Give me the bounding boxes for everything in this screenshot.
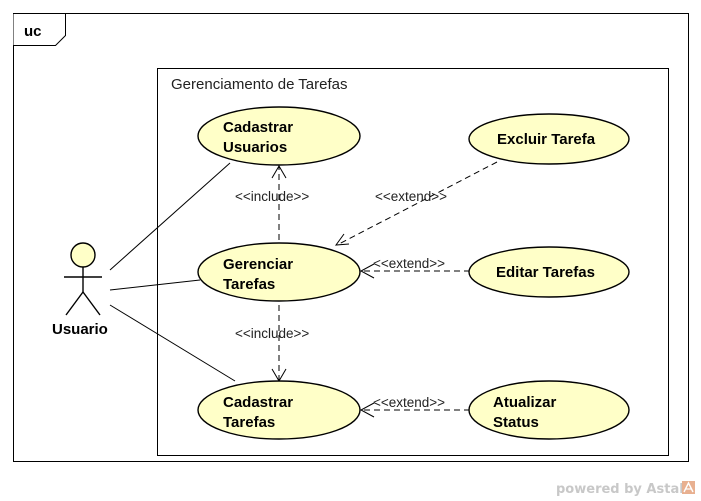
usecase-label-line-1: Cadastrar (223, 394, 293, 411)
usecase-label-line-1: Atualizar (493, 394, 557, 411)
usecase-ellipse (197, 242, 361, 302)
boundary-title: Gerenciamento de Tarefas (171, 76, 348, 93)
usecase-ellipse (468, 246, 630, 298)
usecase-gerenciar-tarefas: Gerenciar Tarefas (197, 242, 361, 302)
include-usuarios-label: <<include>> (235, 189, 309, 204)
usecase-atualizar-status: Atualizar Status (468, 380, 630, 440)
usecase-excluir-tarefa: Excluir Tarefa (468, 113, 630, 165)
extend-editar-label: <<extend>> (373, 256, 445, 271)
include-tarefas-label: <<include>> (235, 326, 309, 341)
extend-excluir-line (336, 161, 498, 246)
astah-logo-icon (682, 481, 695, 494)
association-gerenciar-tarefas (109, 279, 201, 291)
usecase-label-line-1: Gerenciar (223, 256, 293, 273)
usecase-label: Excluir Tarefa (497, 131, 596, 148)
extend-atualizar-label: <<extend>> (373, 395, 445, 410)
watermark: powered by Astah (556, 481, 695, 497)
actor-head (70, 242, 96, 268)
usecase-editar-tarefas: Editar Tarefas (468, 246, 630, 298)
usecase-ellipse (197, 106, 361, 166)
usecase-label: Editar Tarefas (496, 264, 595, 281)
usecase-label-line-2: Usuarios (223, 139, 287, 156)
extend-excluir-arrowhead (334, 233, 350, 246)
actor-label: Usuario (52, 321, 108, 338)
usecase-label-line-2: Tarefas (223, 414, 275, 431)
usecase-ellipse (197, 380, 361, 440)
usecase-label-line-2: Tarefas (223, 276, 275, 293)
association-cadastrar-usuarios (109, 162, 231, 271)
include-usuarios-arrowhead (271, 165, 287, 179)
frame-tag: uc (24, 23, 42, 40)
frame-tag-box (13, 13, 66, 46)
extend-atualizar-arrowhead (359, 402, 375, 418)
actor-left-leg (65, 291, 84, 316)
actor-right-leg (82, 291, 101, 316)
usecase-ellipse (468, 380, 630, 440)
actor-usuario: Usuario (52, 242, 108, 338)
usecase-cadastrar-usuarios: Cadastrar Usuarios (197, 106, 361, 166)
usecase-label-line-2: Status (493, 414, 539, 431)
extend-excluir-label: <<extend>> (375, 189, 447, 204)
usecase-cadastrar-tarefas: Cadastrar Tarefas (197, 380, 361, 440)
extend-editar-arrowhead (359, 263, 375, 279)
watermark-text: powered by Astah (556, 482, 688, 497)
usecase-ellipse (468, 113, 630, 165)
association-cadastrar-tarefas (109, 304, 236, 382)
usecase-label-line-1: Cadastrar (223, 119, 293, 136)
